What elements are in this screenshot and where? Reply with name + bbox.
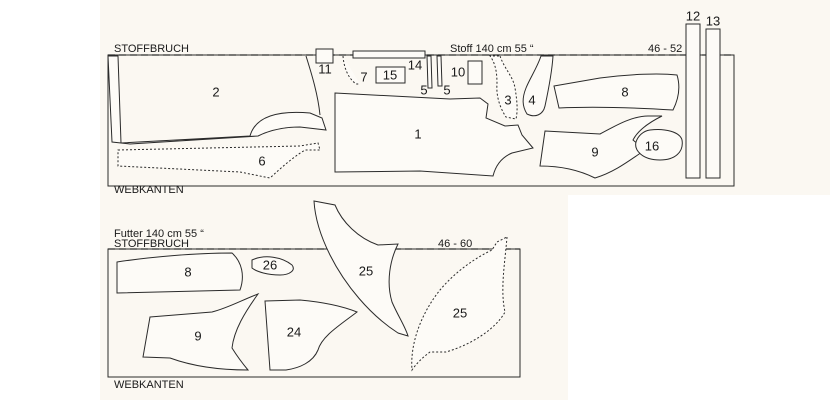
piece-11 [315,48,334,64]
piece-13 [705,28,721,179]
piece-15-label: 15 [383,67,397,82]
piece-9-lining [142,292,260,371]
bottom-fabric-frame [107,248,521,378]
piece-4 [522,55,554,117]
piece-7 [342,55,360,85]
piece-6-label: 6 [258,153,265,168]
piece-9 [539,115,663,179]
piece-14 [352,50,426,59]
piece-6 [117,142,321,179]
piece-25-solid [313,200,409,337]
piece-1-label: 1 [414,126,421,141]
piece-5b [436,55,443,87]
piece-11-label: 11 [318,61,332,76]
piece-2 [107,55,327,145]
top-fold-label: STOFFBRUCH [114,43,189,55]
piece-25b-label: 25 [453,305,467,320]
piece-12-label: 12 [686,8,700,23]
piece-5a-label: 5 [420,82,427,97]
piece-9-label: 9 [591,144,598,159]
piece-26-label: 26 [263,257,277,272]
piece-13-label: 13 [706,13,720,28]
piece-24-label: 24 [287,324,301,339]
top-size-label: 46 - 52 [648,43,682,55]
bottom-layout: Futter 140 cm 55 “ STOFFBRUCH 46 - 60 WE… [107,200,521,391]
piece-8-lining-label: 8 [184,264,191,279]
piece-9-lining-label: 9 [194,328,201,343]
piece-24 [264,299,359,371]
piece-4-label: 4 [528,92,535,107]
top-fabric-label: Stoff 140 cm 55 “ [450,43,534,55]
bottom-fabric-label: Futter 140 cm 55 “ [114,228,204,240]
piece-25-dotted [411,236,508,372]
piece-16-label: 16 [645,138,659,153]
piece-1 [334,92,534,177]
piece-2-edge [305,55,321,116]
piece-14-label: 14 [408,57,422,72]
piece-5a [426,55,433,89]
piece-8 [553,73,680,111]
bottom-fold-label: STOFFBRUCH [114,238,189,250]
bottom-size-label: 46 - 60 [438,238,472,250]
top-layout: STOFFBRUCH Stoff 140 cm 55 “ 46 - 52 WEB… [107,8,735,196]
piece-8-label: 8 [621,84,628,99]
piece-7-label: 7 [360,69,367,84]
piece-2-label: 2 [212,84,219,99]
piece-26 [251,256,294,276]
piece-3-label: 3 [504,92,511,107]
piece-12 [685,23,701,179]
piece-8-lining [116,252,243,294]
piece-5b-label: 5 [443,82,450,97]
piece-25a-label: 25 [359,263,373,278]
bottom-selvage-label: WEBKANTEN [114,379,184,391]
piece-3 [489,55,518,120]
piece-10 [467,60,483,85]
piece-16 [635,129,683,161]
top-selvage-label: WEBKANTEN [114,184,184,196]
piece-10-label: 10 [451,64,465,79]
piece-15 [375,66,406,84]
